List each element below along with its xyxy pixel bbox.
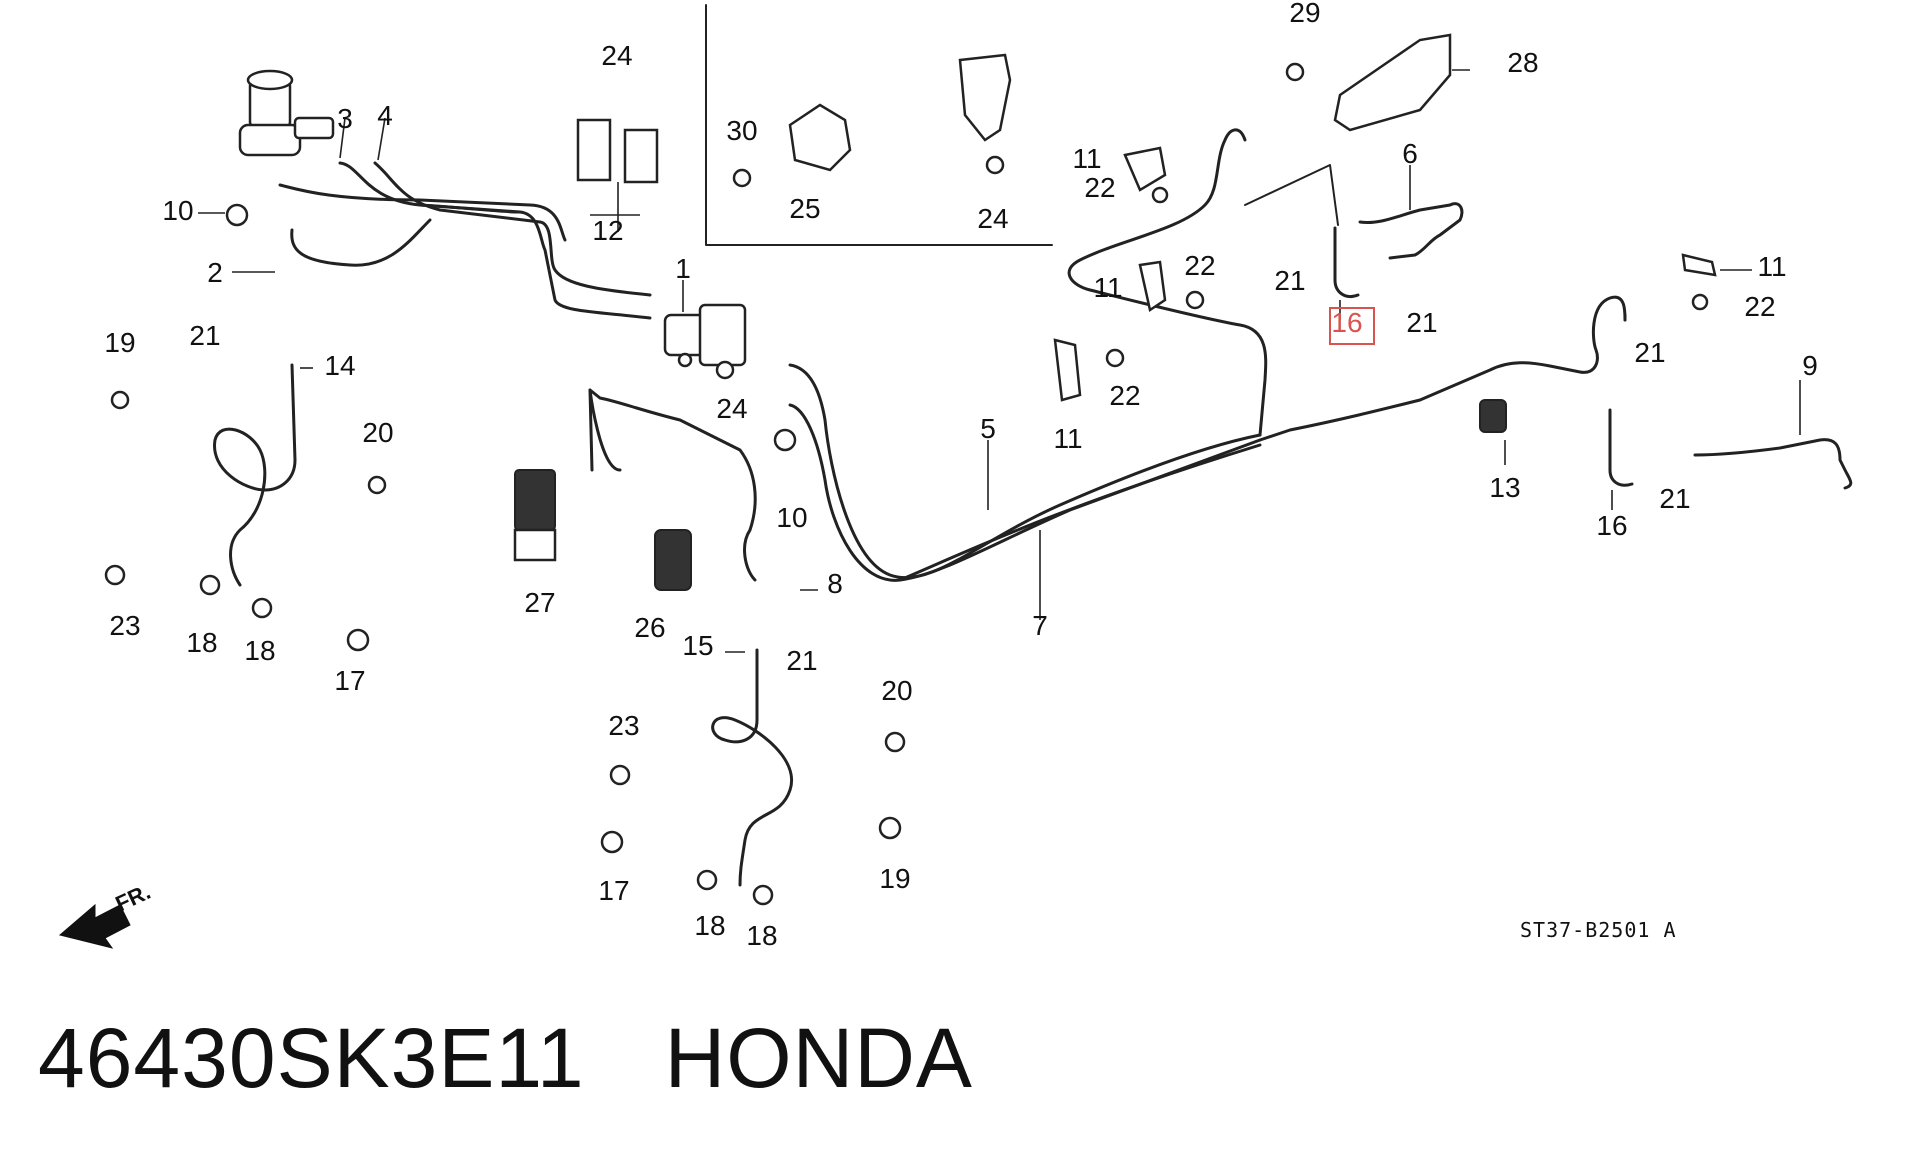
hose-16-right: [1608, 408, 1634, 487]
callout-22: 22: [1109, 380, 1140, 411]
callout-21: 21: [1274, 265, 1305, 296]
callout-28: 28: [1507, 47, 1538, 78]
front-arrow-icon: [58, 903, 131, 949]
callout-10: 10: [162, 195, 193, 226]
callout-16: 16: [1331, 307, 1362, 338]
master-cylinder: [238, 69, 335, 157]
callout-11: 11: [1053, 423, 1082, 454]
washer-18-d: [752, 884, 774, 906]
bracket-25: [788, 103, 852, 172]
callout-24: 24: [601, 40, 632, 71]
callout-2: 2: [207, 257, 223, 288]
clamp-13: [1479, 399, 1507, 433]
brand-name: HONDA: [664, 1011, 973, 1105]
callout-9: 9: [1802, 350, 1818, 381]
callout-5: 5: [980, 413, 996, 444]
callout-18: 18: [694, 910, 725, 941]
brake-pipes: [278, 128, 1853, 582]
block-12: [576, 118, 612, 182]
callout-18: 18: [746, 920, 777, 951]
holder-11-a: [1123, 146, 1167, 192]
callout-29: 29: [1289, 0, 1320, 28]
callout-8: 8: [827, 568, 843, 599]
washer-18-b: [251, 597, 273, 619]
bracket-24: [958, 53, 1012, 142]
washer-18-c: [696, 869, 718, 891]
callout-22: 22: [1084, 172, 1115, 203]
callout-17: 17: [334, 665, 365, 696]
proportioning-valve: [663, 303, 747, 368]
callout-6: 6: [1402, 138, 1418, 169]
highlight-box-16: [1329, 307, 1375, 345]
callout-12: 12: [592, 215, 623, 246]
front-direction-indicator: FR.: [58, 879, 154, 949]
callout-13: 13: [1489, 472, 1520, 503]
components: [104, 33, 1717, 906]
callout-19: 19: [104, 327, 135, 358]
callout-26: 26: [634, 612, 665, 643]
block-12b: [623, 128, 659, 184]
callout-16: 16: [1596, 510, 1627, 541]
callout-30: 30: [726, 115, 757, 146]
leaders: [198, 69, 1801, 653]
hose-15: [711, 648, 794, 887]
callout-7: 7: [1032, 610, 1048, 641]
holder-11-c: [1053, 338, 1082, 402]
hose-16-highlighted: [1333, 226, 1360, 298]
callout-17: 17: [598, 875, 629, 906]
hose-14: [213, 363, 297, 587]
part-number: 46430SK3E11: [38, 1011, 585, 1105]
callout-19: 19: [879, 863, 910, 894]
callout-21: 21: [1406, 307, 1437, 338]
washer-18-a: [199, 574, 221, 596]
diagram-reference-code: ST37-B2501 A: [1520, 918, 1677, 942]
callout-23: 23: [608, 710, 639, 741]
callout-21: 21: [189, 320, 220, 351]
callout-24: 24: [716, 393, 747, 424]
callout-11: 11: [1757, 251, 1786, 282]
clamp-27: [514, 469, 556, 531]
callout-20: 20: [881, 675, 912, 706]
inset-frame: [705, 4, 1053, 246]
callout-11: 11: [1072, 143, 1101, 174]
callout-1: 1: [675, 253, 691, 284]
callout-3: 3: [337, 103, 353, 134]
holder-11-b: [1138, 260, 1167, 313]
callout-24: 24: [977, 203, 1008, 234]
part-caption: 46430SK3E11 HONDA: [38, 1010, 973, 1107]
callout-22: 22: [1744, 291, 1775, 322]
callout-18: 18: [186, 627, 217, 658]
callout-22: 22: [1184, 250, 1215, 281]
callout-21: 21: [1659, 483, 1690, 514]
callout-20: 20: [362, 417, 393, 448]
bolts: [104, 62, 1709, 854]
callout-25: 25: [789, 193, 820, 224]
holder-11-d: [1681, 253, 1717, 277]
brake-line-diagram: 1234567891010111111111213141516161717181…: [58, 0, 1853, 951]
callout-21: 21: [1634, 337, 1665, 368]
callout-21: 21: [786, 645, 817, 676]
callout-15: 15: [682, 630, 713, 661]
clamp-27b: [513, 528, 557, 562]
clamp-26: [654, 529, 692, 591]
callout-11: 11: [1093, 272, 1122, 303]
callout-23: 23: [109, 610, 140, 641]
callout-4: 4: [377, 100, 393, 131]
callout-18: 18: [244, 635, 275, 666]
callout-14: 14: [324, 350, 355, 381]
callout-27: 27: [524, 587, 555, 618]
bracket-28: [1333, 33, 1452, 132]
callout-10: 10: [776, 502, 807, 533]
